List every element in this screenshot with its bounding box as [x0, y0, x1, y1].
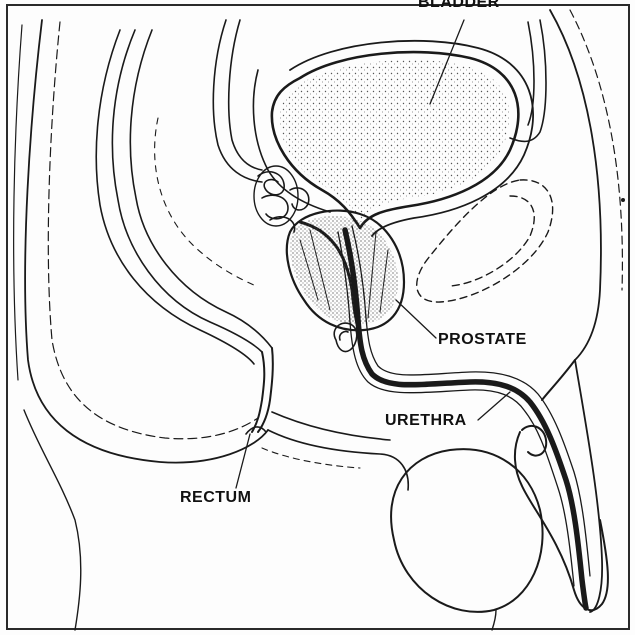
pubic-bone	[417, 180, 553, 302]
dot-mark	[621, 198, 625, 202]
scrotum	[391, 449, 543, 630]
rectum-label: RECTUM	[180, 489, 251, 507]
urethra-label: URETHRA	[385, 412, 467, 430]
anal-canal	[246, 348, 273, 434]
prostate-leader	[396, 300, 436, 338]
prostate-label: PROSTATE	[438, 331, 527, 349]
abdominal-wall	[550, 10, 622, 612]
rectum-leader	[236, 434, 250, 488]
urethra-leader	[478, 392, 510, 420]
bladder-label: BLADDER	[418, 0, 500, 12]
bladder-lumen	[280, 60, 510, 220]
rectum-wall	[96, 30, 272, 364]
outer-body-contour	[14, 20, 268, 630]
